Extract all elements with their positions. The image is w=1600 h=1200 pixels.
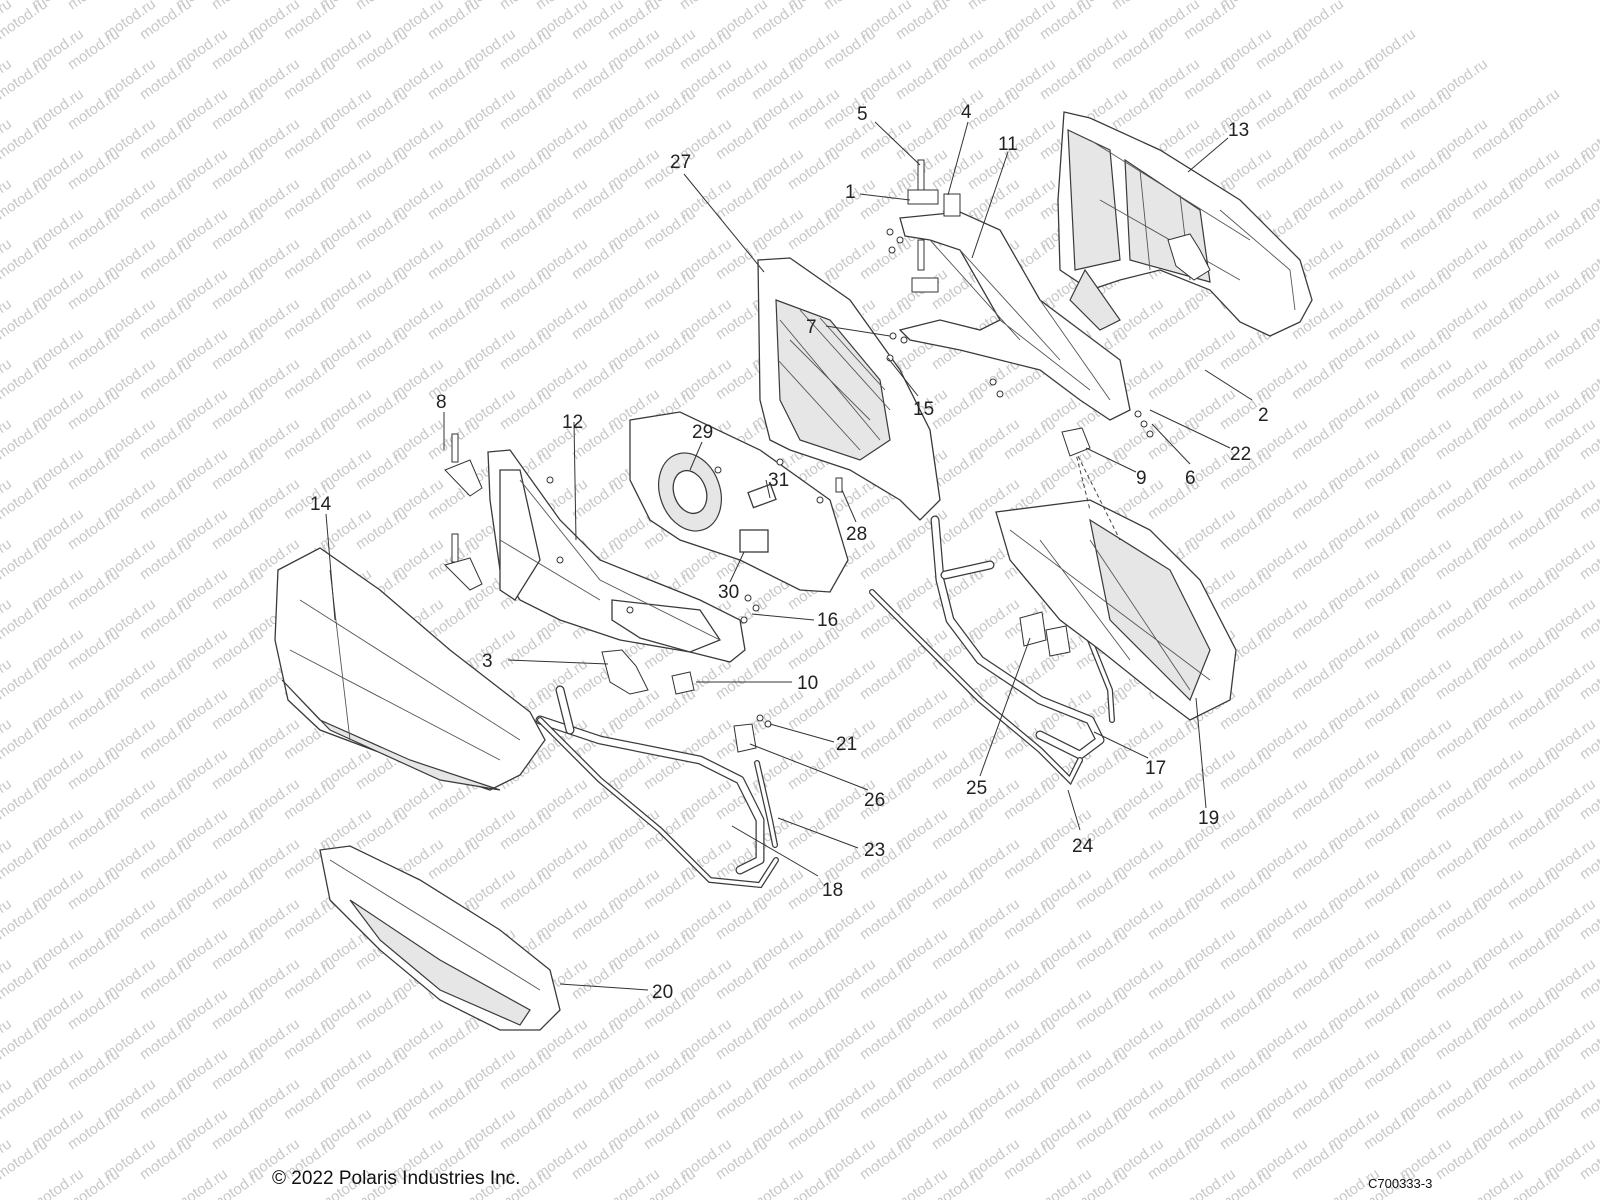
callout-27: 27	[670, 152, 691, 173]
part-14-door-exterior-panel	[274, 547, 546, 791]
leader-9	[1085, 447, 1137, 473]
leader-16	[751, 613, 815, 621]
leader-23	[777, 817, 859, 849]
callout-22: 22	[1230, 444, 1251, 465]
leader-6	[1151, 423, 1191, 465]
callout-6: 6	[1185, 468, 1196, 489]
leader-24	[1067, 789, 1081, 831]
leader-1	[859, 193, 911, 201]
callout-24: 24	[1072, 836, 1094, 857]
callout-8: 8	[436, 392, 447, 413]
part-27-door-inner-panel	[757, 257, 941, 521]
leader-26	[749, 743, 869, 791]
part-17-upper-door-tube	[930, 515, 1105, 760]
leader-29	[689, 441, 703, 471]
callout-9: 9	[1136, 468, 1147, 489]
callout-23: 23	[864, 840, 885, 861]
copyright-notice: © 2022 Polaris Industries Inc.	[272, 1168, 521, 1189]
leader-22	[1149, 409, 1231, 449]
leader-17	[1093, 731, 1149, 759]
part-29-30-31-speaker-assembly	[629, 411, 849, 593]
part-19-door-exterior-panel	[995, 449, 1237, 721]
callout-4: 4	[961, 102, 972, 123]
callout-25: 25	[966, 778, 987, 799]
leader-12	[573, 421, 577, 541]
leader-lines	[325, 121, 1253, 991]
leader-25	[979, 637, 1031, 777]
leader-13	[1187, 137, 1229, 173]
callout-21: 21	[836, 734, 857, 755]
leader-28	[841, 489, 857, 523]
hardware-items	[444, 159, 1211, 753]
callout-13: 13	[1228, 120, 1249, 141]
part-24-upper-seal	[869, 589, 1115, 786]
leader-11	[971, 151, 1009, 259]
part-20-lower-trim-panel	[319, 845, 561, 1031]
leader-15	[887, 357, 919, 397]
leader-5	[874, 121, 921, 166]
leader-27	[683, 173, 765, 273]
leader-20	[559, 983, 649, 991]
part-11-upper-door-frame	[898, 211, 1131, 421]
callout-12: 12	[562, 412, 583, 433]
leader-3	[507, 659, 609, 665]
callout-29: 29	[692, 422, 713, 443]
leader-18	[731, 825, 819, 877]
callout-28: 28	[846, 524, 867, 545]
leader-2	[1204, 369, 1253, 401]
leader-31	[765, 479, 771, 499]
leader-21	[769, 723, 835, 743]
part-12-lower-door-frame	[487, 449, 746, 663]
part-23-lower-seal	[537, 717, 779, 889]
callout-20: 20	[652, 982, 673, 1003]
callout-5: 5	[857, 104, 868, 125]
leader-4	[947, 121, 969, 196]
callout-7: 7	[806, 317, 817, 338]
callout-17: 17	[1145, 758, 1166, 779]
callout-11: 11	[998, 134, 1018, 155]
callout-2: 2	[1258, 405, 1269, 426]
leader-14	[325, 513, 336, 621]
leader-30	[729, 551, 745, 583]
callout-labels: 1 2 3 4 5 6 7 8 9 10 11 12 13 14 15 16 1…	[310, 102, 1269, 1003]
callout-26: 26	[864, 790, 885, 811]
callout-16: 16	[817, 610, 838, 631]
callout-31: 31	[768, 470, 789, 491]
callout-10: 10	[797, 673, 818, 694]
callout-15: 15	[913, 399, 934, 420]
callout-1: 1	[845, 182, 856, 203]
leader-19	[1195, 697, 1207, 809]
callout-30: 30	[718, 582, 739, 603]
leader-7	[825, 325, 891, 337]
callout-14: 14	[310, 494, 332, 515]
callout-18: 18	[822, 880, 843, 901]
figure-code: C700333-3	[1368, 1176, 1433, 1191]
callout-19: 19	[1198, 808, 1219, 829]
part-18-lower-door-tube	[535, 685, 765, 875]
callout-3: 3	[482, 651, 493, 672]
